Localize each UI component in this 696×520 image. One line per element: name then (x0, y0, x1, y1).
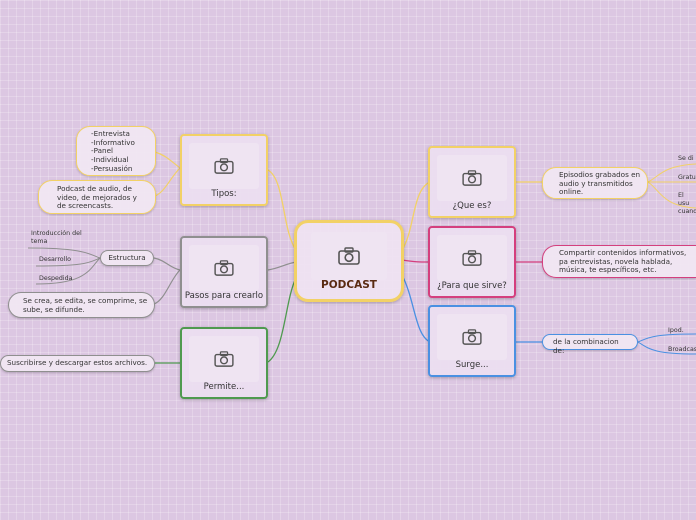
que-es-label: ¿Que es? (452, 201, 492, 211)
camera-icon (189, 336, 259, 382)
permite-node[interactable]: Permite... (180, 327, 268, 399)
que-es-child[interactable]: Episodios grabados en audio y transmitid… (542, 167, 648, 199)
estructura-item-despedida[interactable]: Despedida (39, 275, 73, 282)
camera-icon (437, 155, 507, 201)
surge-label: Surge... (455, 360, 489, 370)
camera-icon (437, 314, 507, 360)
para-que-sirve-child[interactable]: Compartir contenidos informativos, pa en… (542, 245, 696, 278)
tipos-node[interactable]: Tipos: (180, 134, 268, 206)
estructura-item-desarrollo[interactable]: Desarrollo (39, 256, 71, 263)
surge-node[interactable]: Surge... (428, 305, 516, 377)
tipos-description[interactable]: Podcast de audio, de video, de mejorados… (38, 180, 156, 214)
para-que-sirve-label: ¿Para que sirve? (437, 281, 507, 291)
camera-icon (437, 235, 507, 281)
que-es-sub-3[interactable]: El usu cuand (678, 192, 696, 216)
pasos-node[interactable]: Pasos para crearlo (180, 236, 268, 308)
pasos-label: Pasos para crearlo (184, 291, 264, 301)
estructura-node[interactable]: Estructura (100, 250, 154, 266)
que-es-sub-2[interactable]: Gratu (678, 174, 696, 181)
que-es-sub-1[interactable]: Se di (678, 155, 694, 162)
tipos-list[interactable]: -Entrevista -Informativo -Panel -Individ… (76, 126, 156, 176)
surge-sub-ipod[interactable]: Ipod. (668, 327, 684, 334)
permite-child[interactable]: Suscribirse y descargar estos archivos. (0, 355, 155, 372)
estructura-item-intro[interactable]: Introducción del tema (31, 230, 82, 246)
camera-icon (311, 232, 387, 280)
que-es-node[interactable]: ¿Que es? (428, 146, 516, 218)
central-node[interactable]: PODCAST (294, 220, 404, 302)
camera-icon (189, 143, 259, 189)
surge-child[interactable]: de la combinacion de: (542, 334, 638, 354)
pasos-process[interactable]: Se crea, se edita, se comprime, se sube,… (8, 292, 155, 318)
permite-label: Permite... (203, 382, 245, 392)
para-que-sirve-node[interactable]: ¿Para que sirve? (428, 226, 516, 298)
camera-icon (189, 245, 259, 291)
central-label: PODCAST (321, 279, 377, 291)
surge-sub-broadcast[interactable]: Broadcas (668, 346, 696, 353)
tipos-label: Tipos: (211, 189, 237, 199)
